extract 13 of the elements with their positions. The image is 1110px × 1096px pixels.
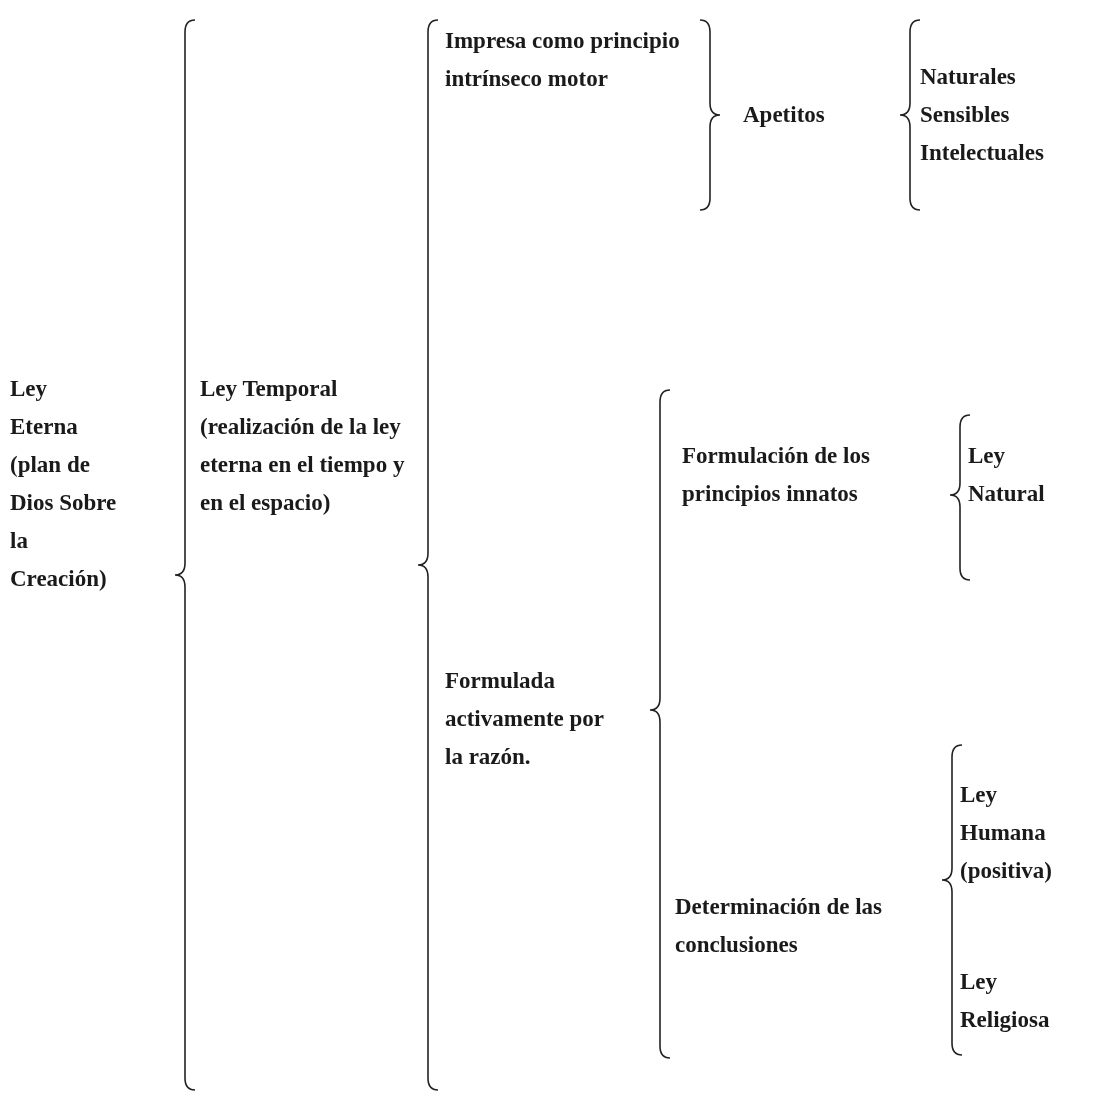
outline-label: Ley Humana (positiva) bbox=[960, 781, 1053, 885]
outline-label: Naturales bbox=[920, 63, 1017, 91]
outline-label: Determinación de las conclusiones bbox=[675, 893, 883, 959]
outline-label: Formulada activamente por la razón. bbox=[445, 667, 605, 771]
outline-label: Formulación de los principios innatos bbox=[682, 442, 871, 508]
outline-label: Intelectuales bbox=[920, 139, 1045, 167]
outline-label: Ley Religiosa bbox=[960, 968, 1051, 1034]
outline-label: Ley Temporal (realización de la ley eterna en el tiempo y en el espacio) bbox=[200, 375, 406, 517]
outline-label: Apetitos bbox=[743, 101, 826, 129]
outline-label: Impresa como principio intrínseco motor bbox=[445, 27, 681, 93]
outline-label: Ley Natural bbox=[968, 442, 1046, 508]
outline-label: Sensibles bbox=[920, 101, 1011, 129]
outline-label: Ley Eterna (plan de Dios Sobre la Creación) bbox=[10, 375, 118, 593]
